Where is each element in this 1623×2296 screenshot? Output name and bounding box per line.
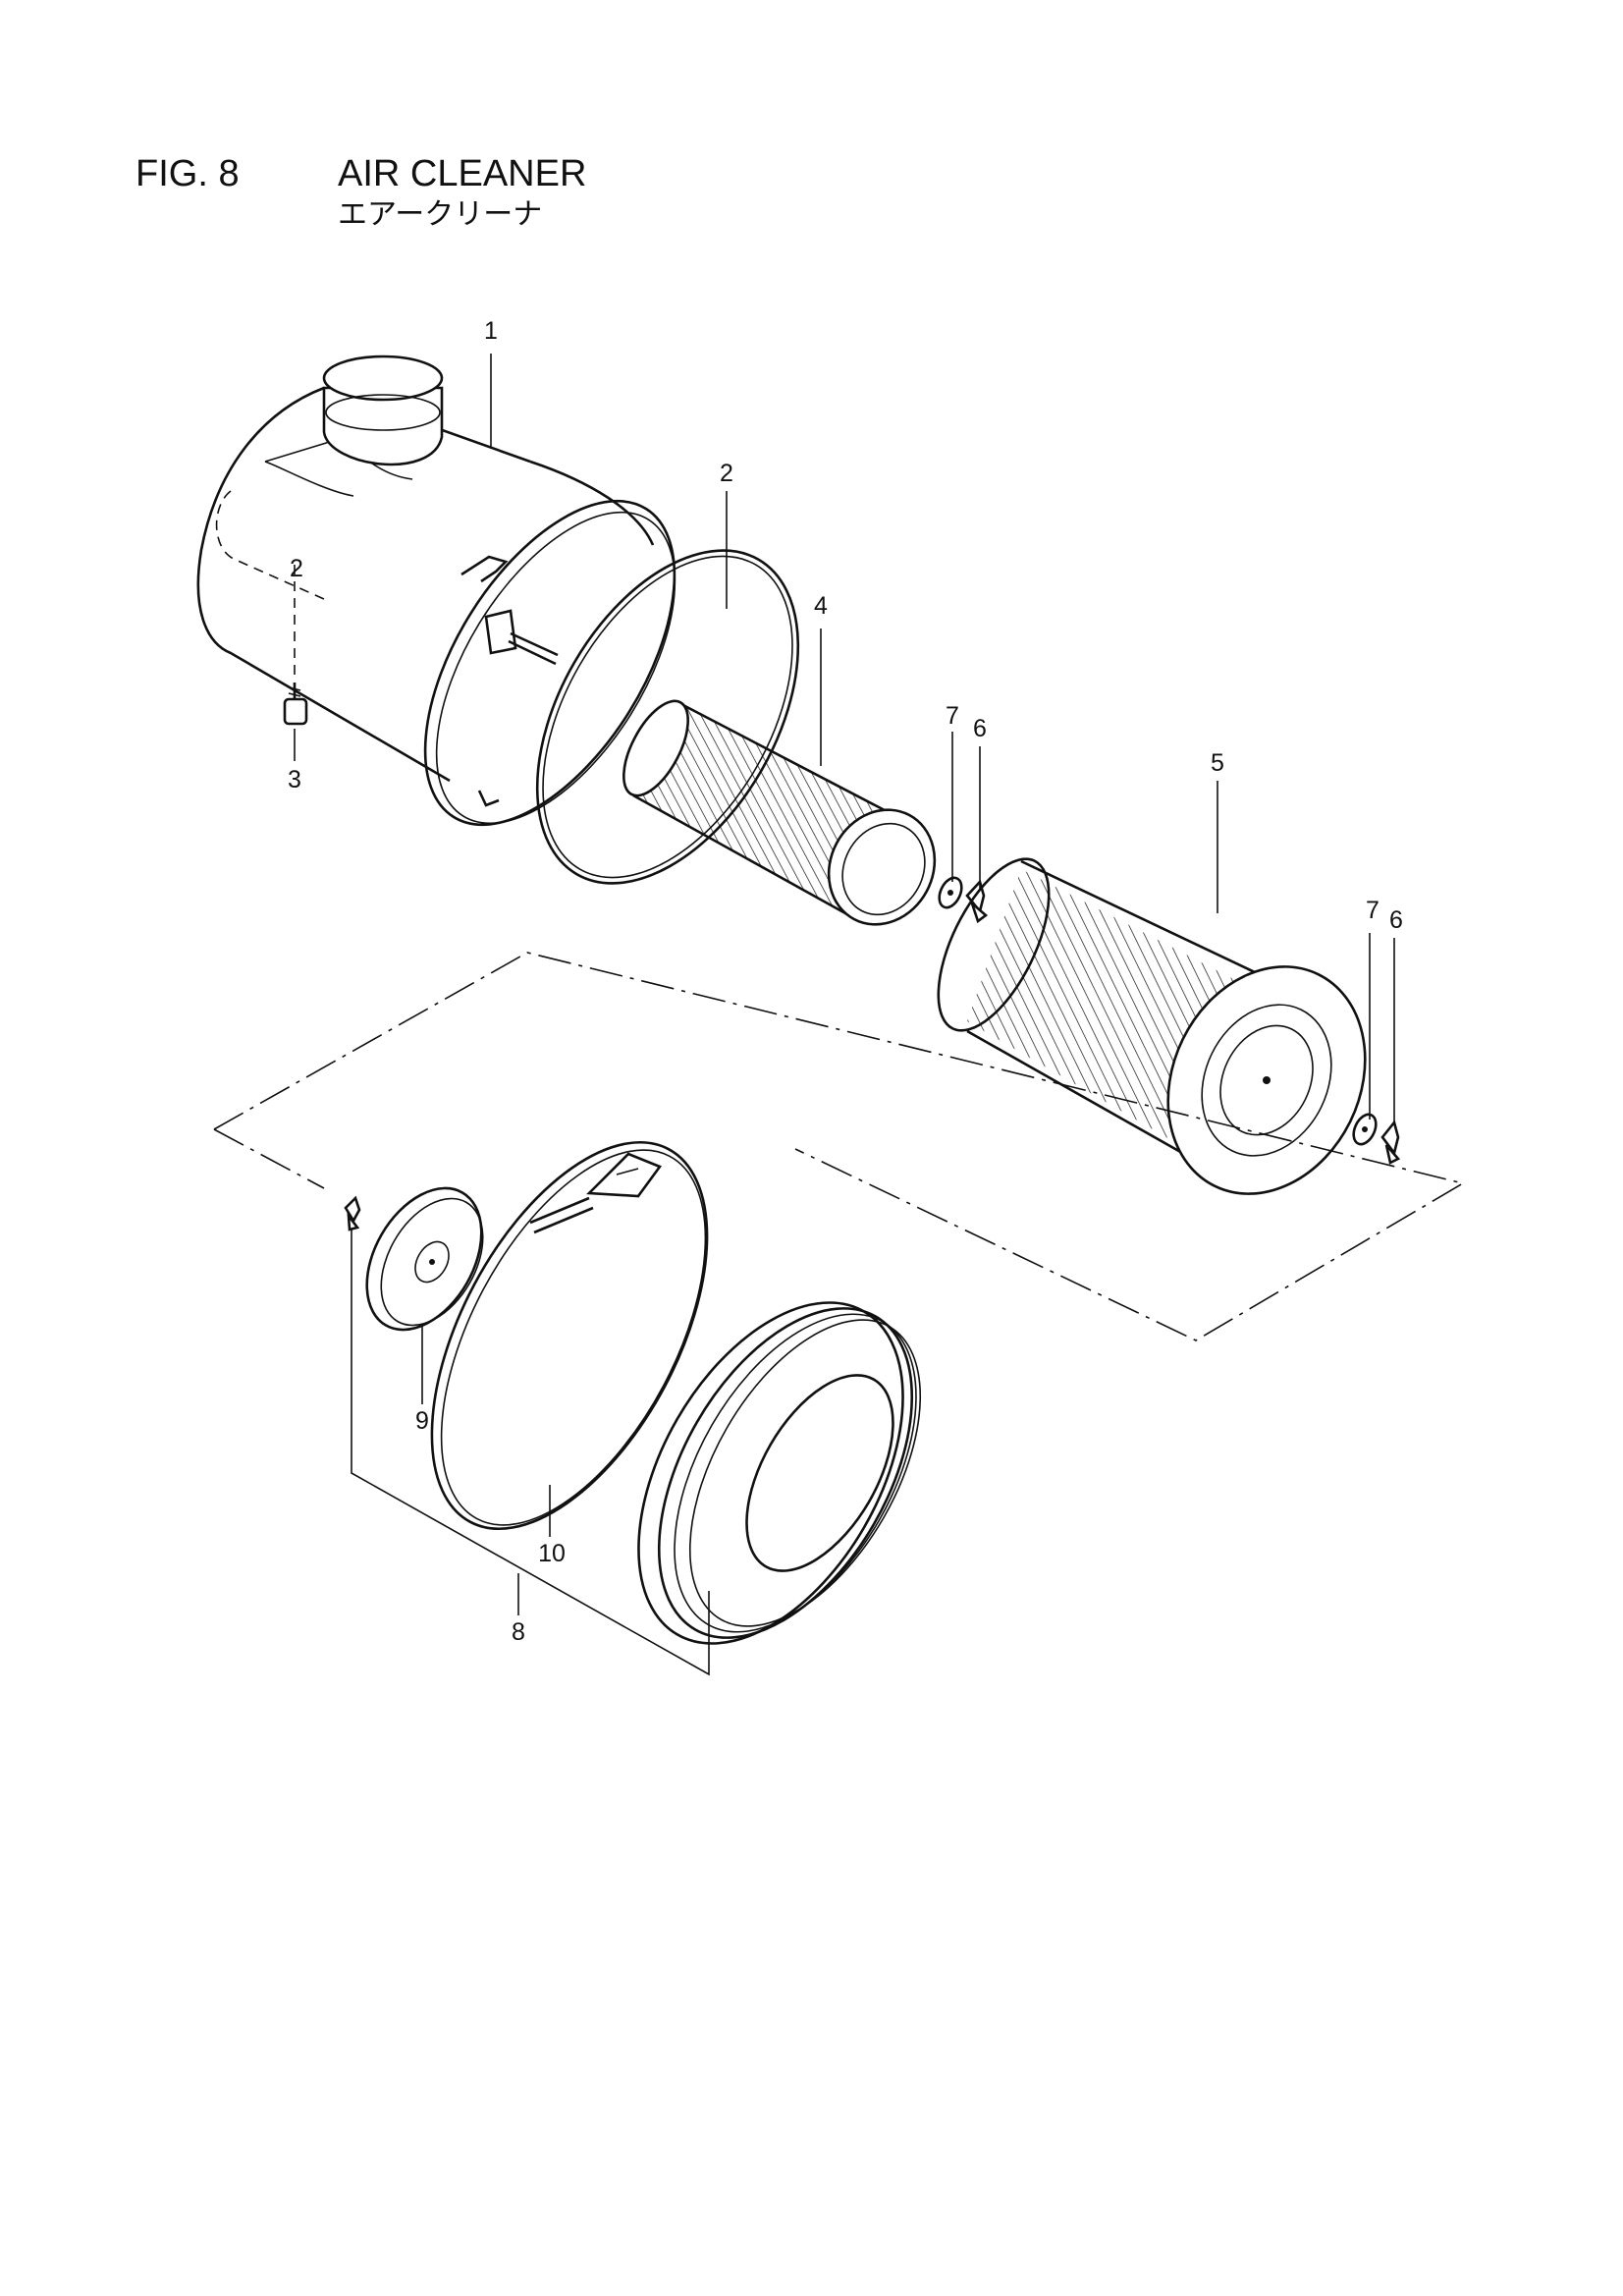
callout-2-hidden: 2 <box>290 555 303 582</box>
callout-4: 4 <box>814 592 828 620</box>
leader-lines <box>294 354 1395 1676</box>
inner-filter-part <box>622 699 937 926</box>
callout-labels: 1 2 2 3 4 5 6 7 6 7 8 9 10 <box>288 317 1403 1646</box>
figure-subtitle: エアークリーナ <box>338 197 543 232</box>
callout-7-upper: 7 <box>946 702 959 730</box>
cap-part <box>365 1186 484 1332</box>
outer-filter-part <box>937 857 1367 1195</box>
figure-number: FIG. 8 <box>135 153 240 194</box>
clamp-part <box>430 1140 709 1531</box>
callout-2: 2 <box>720 460 733 487</box>
figure-title: AIR CLEANER <box>338 153 587 194</box>
callout-5: 5 <box>1211 749 1224 777</box>
washer-wingnut-lower <box>1352 1113 1401 1165</box>
washer-wingnut-upper <box>938 876 989 924</box>
small-wingnut-part <box>344 1195 361 1231</box>
callout-10: 10 <box>538 1540 566 1567</box>
callout-6-upper: 6 <box>973 715 987 742</box>
housing-part <box>196 355 676 827</box>
callout-6-lower: 6 <box>1389 906 1403 934</box>
cover-part <box>637 1301 922 1645</box>
callout-7-lower: 7 <box>1366 897 1380 924</box>
callout-3: 3 <box>288 766 301 793</box>
callout-1: 1 <box>484 317 498 345</box>
callout-8: 8 <box>512 1618 525 1646</box>
callout-9: 9 <box>415 1407 429 1435</box>
